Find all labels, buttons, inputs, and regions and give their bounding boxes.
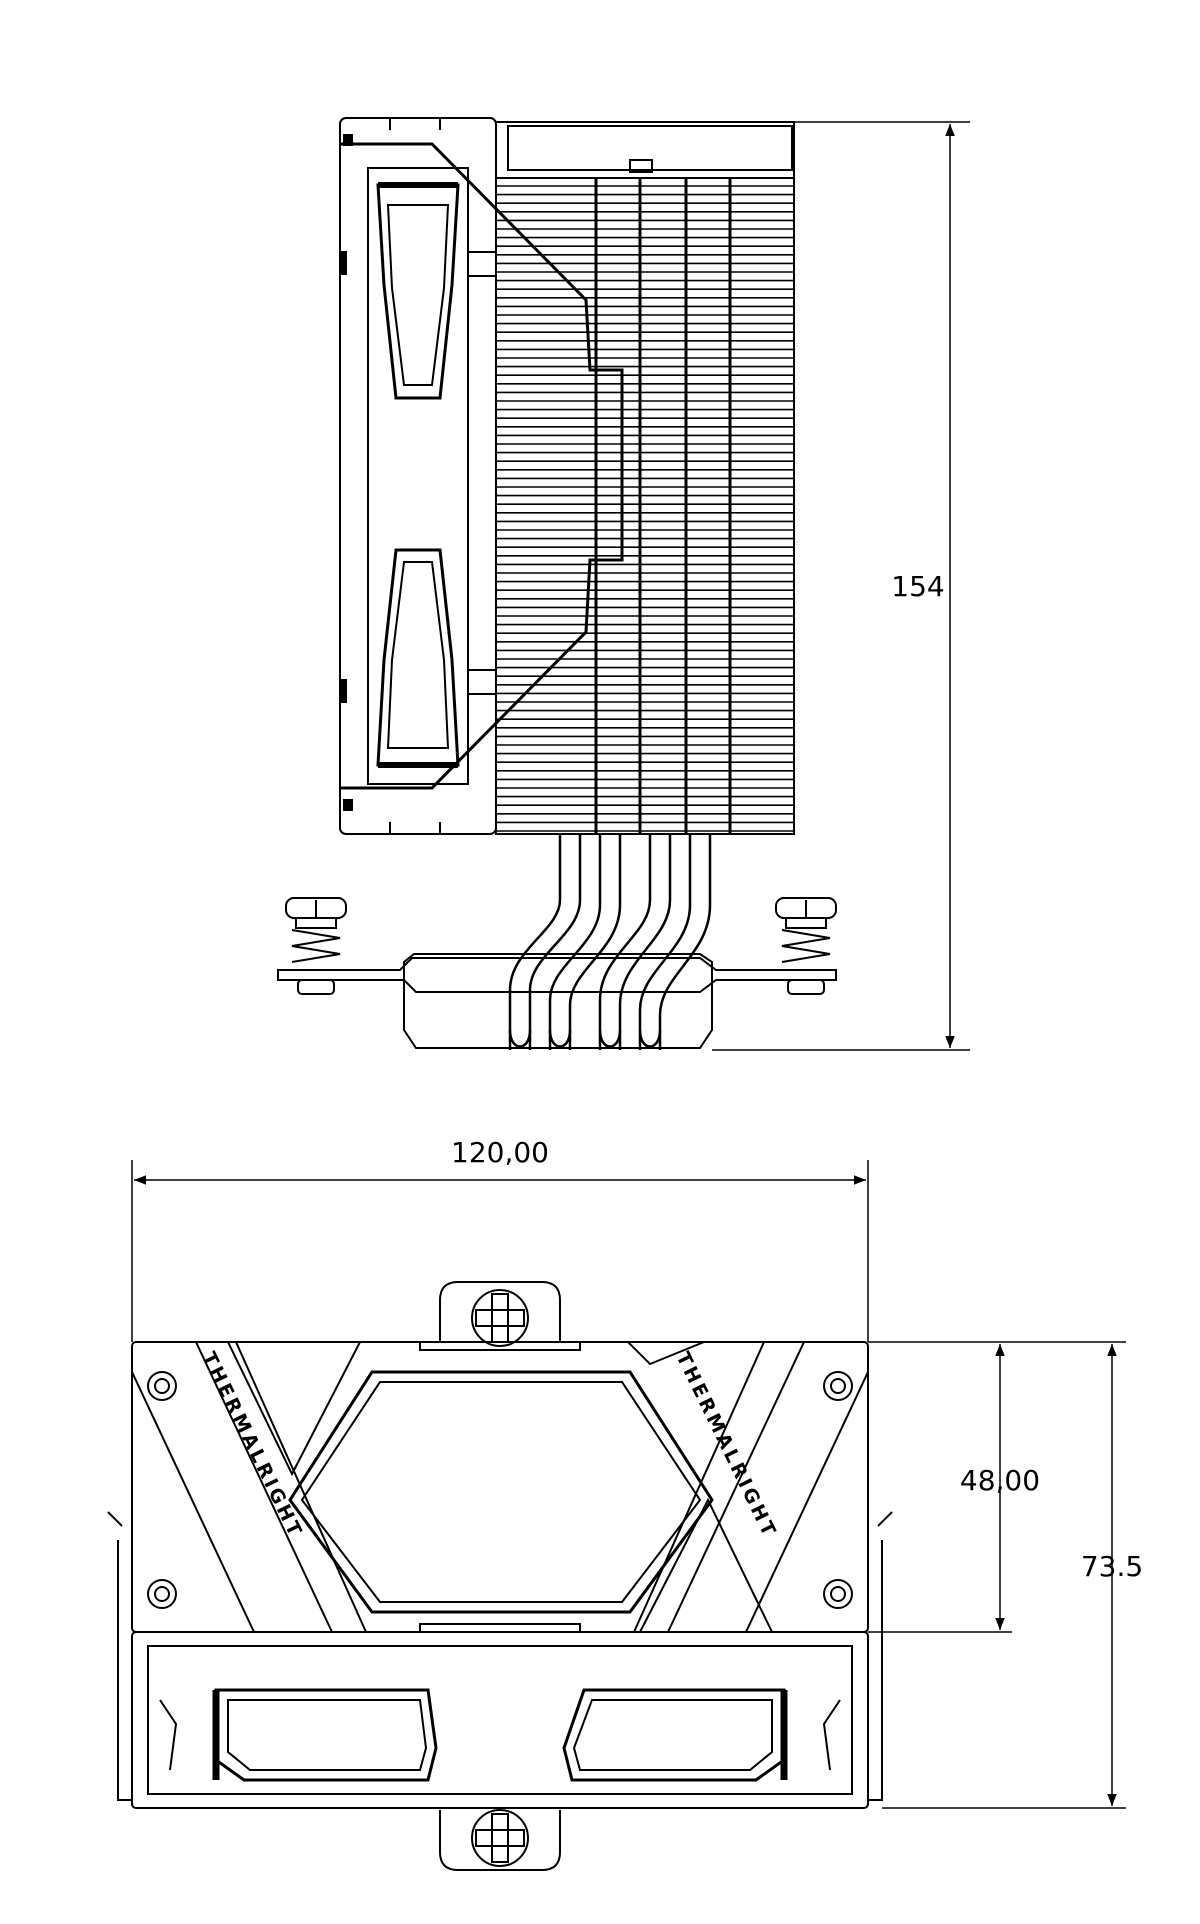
top-heatsink (131, 1341, 869, 1633)
total-depth-dimension (882, 1341, 1126, 1809)
top-mount-tab (439, 1281, 561, 1342)
side-heatsink (495, 121, 795, 835)
bottom-mount-tab (439, 1810, 561, 1871)
top-view (107, 1160, 1126, 1871)
bottom-screw-icon (471, 1809, 529, 1867)
side-base-mount (277, 897, 837, 1049)
heatsink-depth-dimension (868, 1341, 1012, 1633)
height-dimension (712, 121, 970, 1051)
side-fan (339, 117, 497, 835)
heatsink-depth-label: 48,00 (960, 1464, 1040, 1497)
side-fan-clip (340, 142, 624, 790)
side-view (277, 117, 970, 1051)
top-screw-icon (471, 1289, 529, 1347)
width-dimension (131, 1160, 869, 1342)
width-label: 120,00 (451, 1136, 549, 1169)
side-heatpipes (508, 834, 712, 1050)
total-depth-label: 73.5 (1081, 1550, 1143, 1583)
top-fan (107, 1511, 893, 1809)
height-label: 154 (891, 570, 944, 603)
